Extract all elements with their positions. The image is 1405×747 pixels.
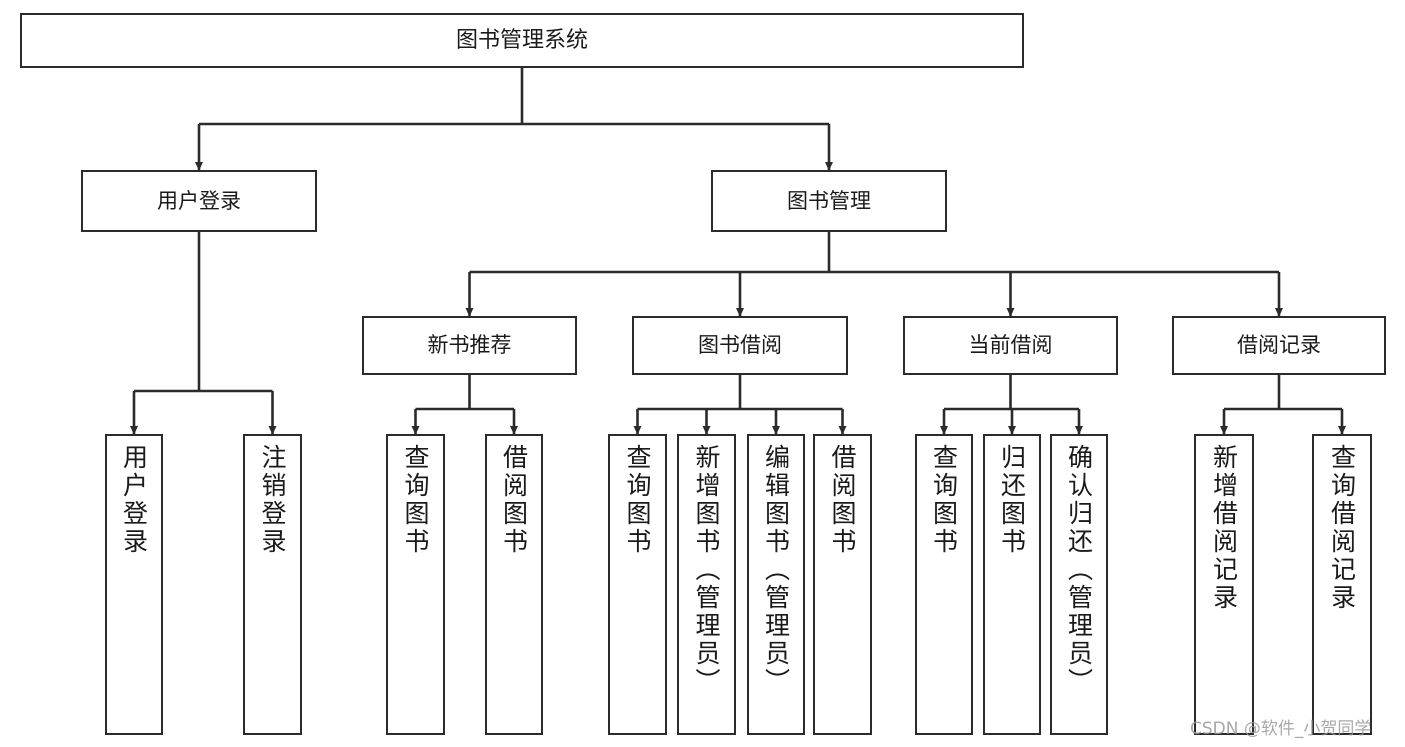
node-label: 注销登录 — [258, 444, 287, 556]
node-l12[interactable]: 新增借阅记录 — [1194, 434, 1254, 735]
node-borrow[interactable]: 图书借阅 — [632, 316, 848, 375]
node-root[interactable]: 图书管理系统 — [20, 13, 1024, 68]
node-login[interactable]: 用户登录 — [81, 170, 317, 232]
node-newbook[interactable]: 新书推荐 — [362, 316, 577, 375]
node-label: 用户登录 — [119, 444, 149, 556]
node-l8[interactable]: 借阅图书 — [813, 434, 872, 735]
node-label: 新书推荐 — [427, 333, 512, 358]
node-label: 借阅图书 — [828, 444, 857, 556]
node-l13[interactable]: 查询借阅记录 — [1312, 434, 1372, 735]
watermark-text: CSDN @软件_小贺同学 — [1190, 719, 1372, 739]
node-l11[interactable]: 确认归还（管理员） — [1050, 434, 1108, 735]
node-label: 当前借阅 — [968, 333, 1053, 358]
node-label: 查询图书 — [623, 444, 652, 556]
node-l3[interactable]: 查询图书 — [386, 434, 445, 735]
node-l1[interactable]: 用户登录 — [105, 434, 163, 735]
node-label: 编辑图书（管理员） — [761, 444, 791, 696]
node-label: 新增图书（管理员） — [692, 444, 721, 696]
node-l9[interactable]: 查询图书 — [915, 434, 973, 735]
node-current[interactable]: 当前借阅 — [903, 316, 1118, 375]
node-label: 图书管理系统 — [455, 27, 588, 53]
node-l5[interactable]: 查询图书 — [608, 434, 667, 735]
node-label: 用户登录 — [157, 188, 241, 213]
node-l10[interactable]: 归还图书 — [983, 434, 1041, 735]
node-label: 借阅记录 — [1237, 333, 1321, 358]
node-label: 确认归还（管理员） — [1064, 444, 1094, 696]
node-label: 查询借阅记录 — [1327, 444, 1357, 612]
node-label: 借阅图书 — [499, 444, 529, 556]
node-l6[interactable]: 新增图书（管理员） — [677, 434, 736, 735]
node-label: 查询图书 — [929, 444, 959, 556]
node-label: 图书借阅 — [698, 333, 782, 358]
node-label: 新增借阅记录 — [1209, 444, 1239, 612]
node-label: 归还图书 — [997, 444, 1027, 556]
node-label: 查询图书 — [401, 444, 430, 556]
node-l4[interactable]: 借阅图书 — [485, 434, 543, 735]
node-l2[interactable]: 注销登录 — [243, 434, 302, 735]
node-bookmgmt[interactable]: 图书管理 — [711, 170, 947, 232]
node-record[interactable]: 借阅记录 — [1172, 316, 1386, 375]
node-l7[interactable]: 编辑图书（管理员） — [747, 434, 805, 735]
node-label: 图书管理 — [787, 188, 871, 213]
